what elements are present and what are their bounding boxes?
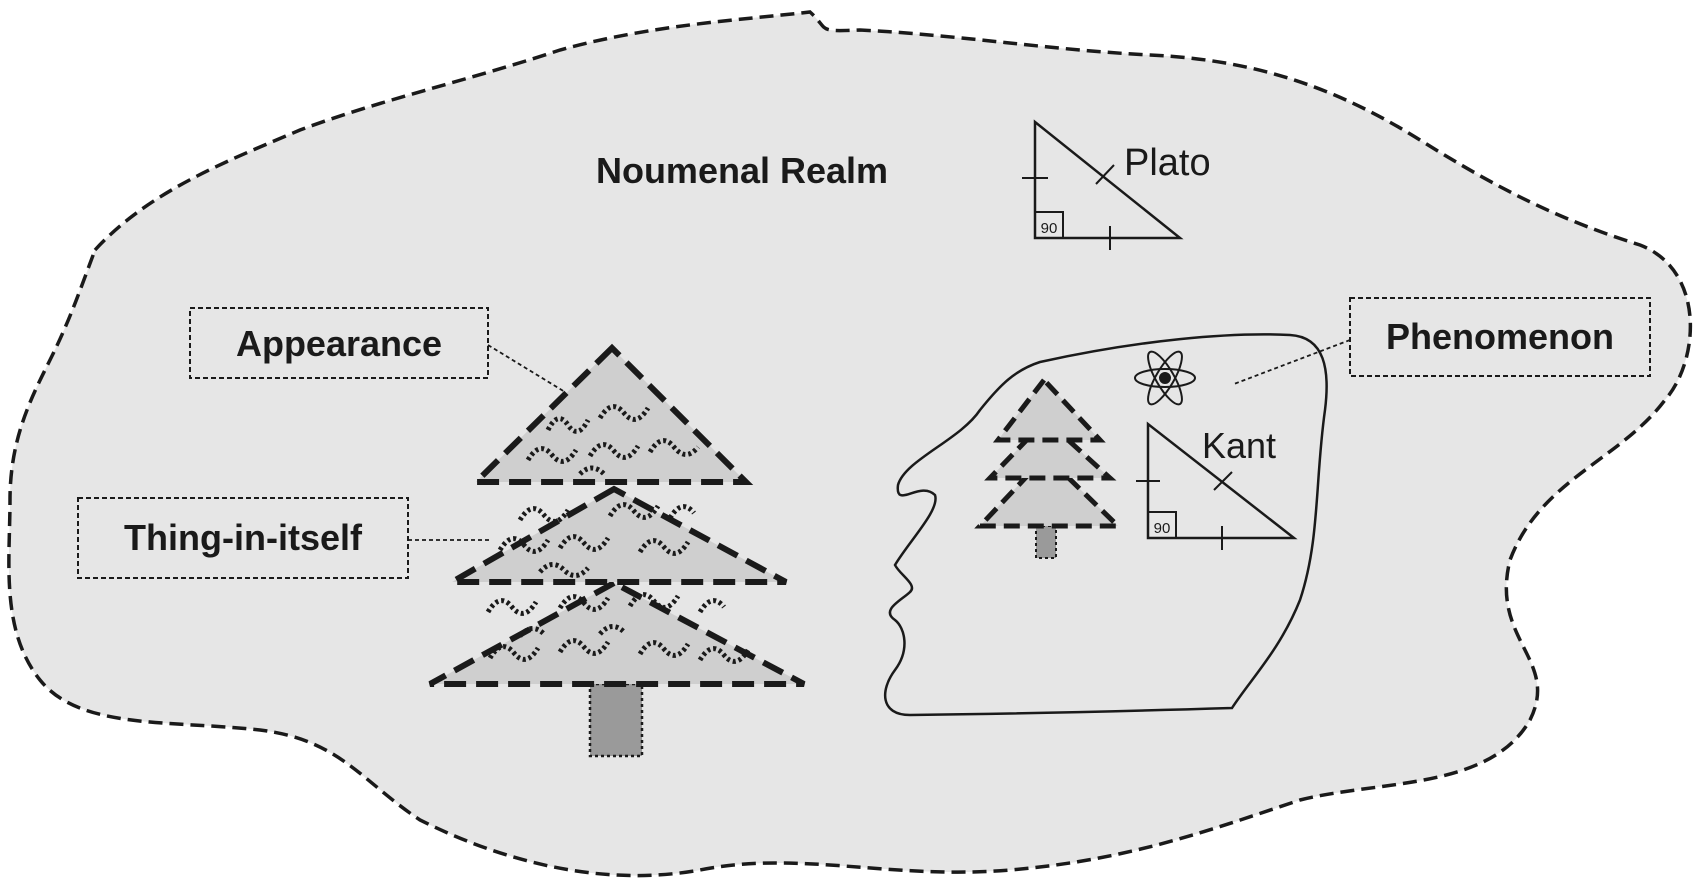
small-tree [974, 376, 1125, 559]
appearance-box [189, 307, 489, 379]
small-tree-trunk [1035, 525, 1057, 559]
appearance-label: Appearance [236, 323, 442, 364]
noumenal-realm-region [7, 10, 1693, 878]
plato-triangle: 90 [1022, 119, 1184, 250]
plato-label: Plato [1124, 142, 1211, 184]
large-tree-trunk [588, 682, 644, 758]
phenomenon-box [1349, 297, 1651, 377]
thing-in-itself-box [77, 497, 409, 579]
kant-angle-label: 90 [1154, 520, 1171, 537]
atom-icon [1134, 350, 1196, 406]
head-profile [883, 333, 1328, 717]
appearance-leader [487, 344, 566, 393]
kant-triangle: 90 [1136, 421, 1298, 550]
realm-title: Noumenal Realm [596, 150, 888, 191]
phenomenon-label: Phenomenon [1386, 316, 1614, 357]
large-tree [428, 343, 806, 758]
thing-in-itself-label: Thing-in-itself [124, 517, 363, 558]
kant-label: Kant [1202, 425, 1276, 466]
plato-angle-label: 90 [1041, 220, 1058, 237]
